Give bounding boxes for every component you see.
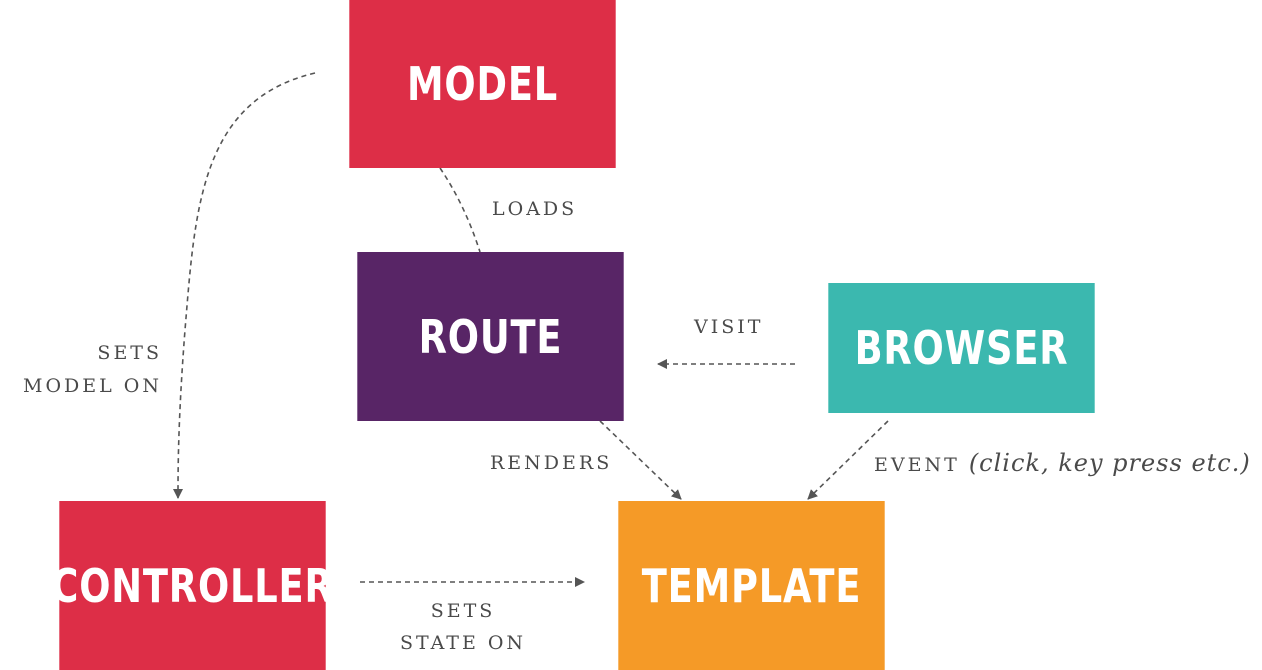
node-browser-label: BROWSER: [854, 321, 1069, 375]
node-model-label: MODEL: [406, 57, 559, 111]
edge-event: [807, 420, 889, 500]
edge-sets-model-on: [173, 72, 316, 499]
node-model: MODEL: [349, 0, 616, 168]
label-visit: VISIT: [694, 316, 764, 338]
label-event-detail: (click, key press etc.): [968, 449, 1251, 477]
edge-renders: [599, 420, 682, 500]
label-sets-state-on-line1: SETS: [430, 600, 496, 622]
label-renders: RENDERS: [490, 452, 613, 474]
label-event: EVENT (click, key press etc.): [874, 449, 1251, 477]
node-browser: BROWSER: [828, 283, 1095, 413]
label-sets-model-on-line2: MODEL ON: [23, 375, 162, 397]
edge-loads: [439, 167, 481, 253]
label-sets-model-on-line1: SETS: [97, 342, 162, 364]
node-route-label: ROUTE: [418, 309, 563, 364]
label-sets-state-on-line2: STATE ON: [399, 632, 527, 654]
node-route: ROUTE: [357, 252, 624, 421]
label-sets-state-on: SETS STATE ON: [388, 595, 538, 659]
node-controller: CONTROLLER: [51, 501, 333, 670]
node-template-label: TEMPLATE: [641, 558, 862, 613]
label-event-text: EVENT: [874, 454, 960, 476]
node-template: TEMPLATE: [618, 501, 885, 670]
node-controller-label: CONTROLLER: [51, 558, 334, 613]
label-loads: LOADS: [492, 198, 578, 220]
label-sets-model-on: SETS MODEL ON: [0, 337, 162, 403]
